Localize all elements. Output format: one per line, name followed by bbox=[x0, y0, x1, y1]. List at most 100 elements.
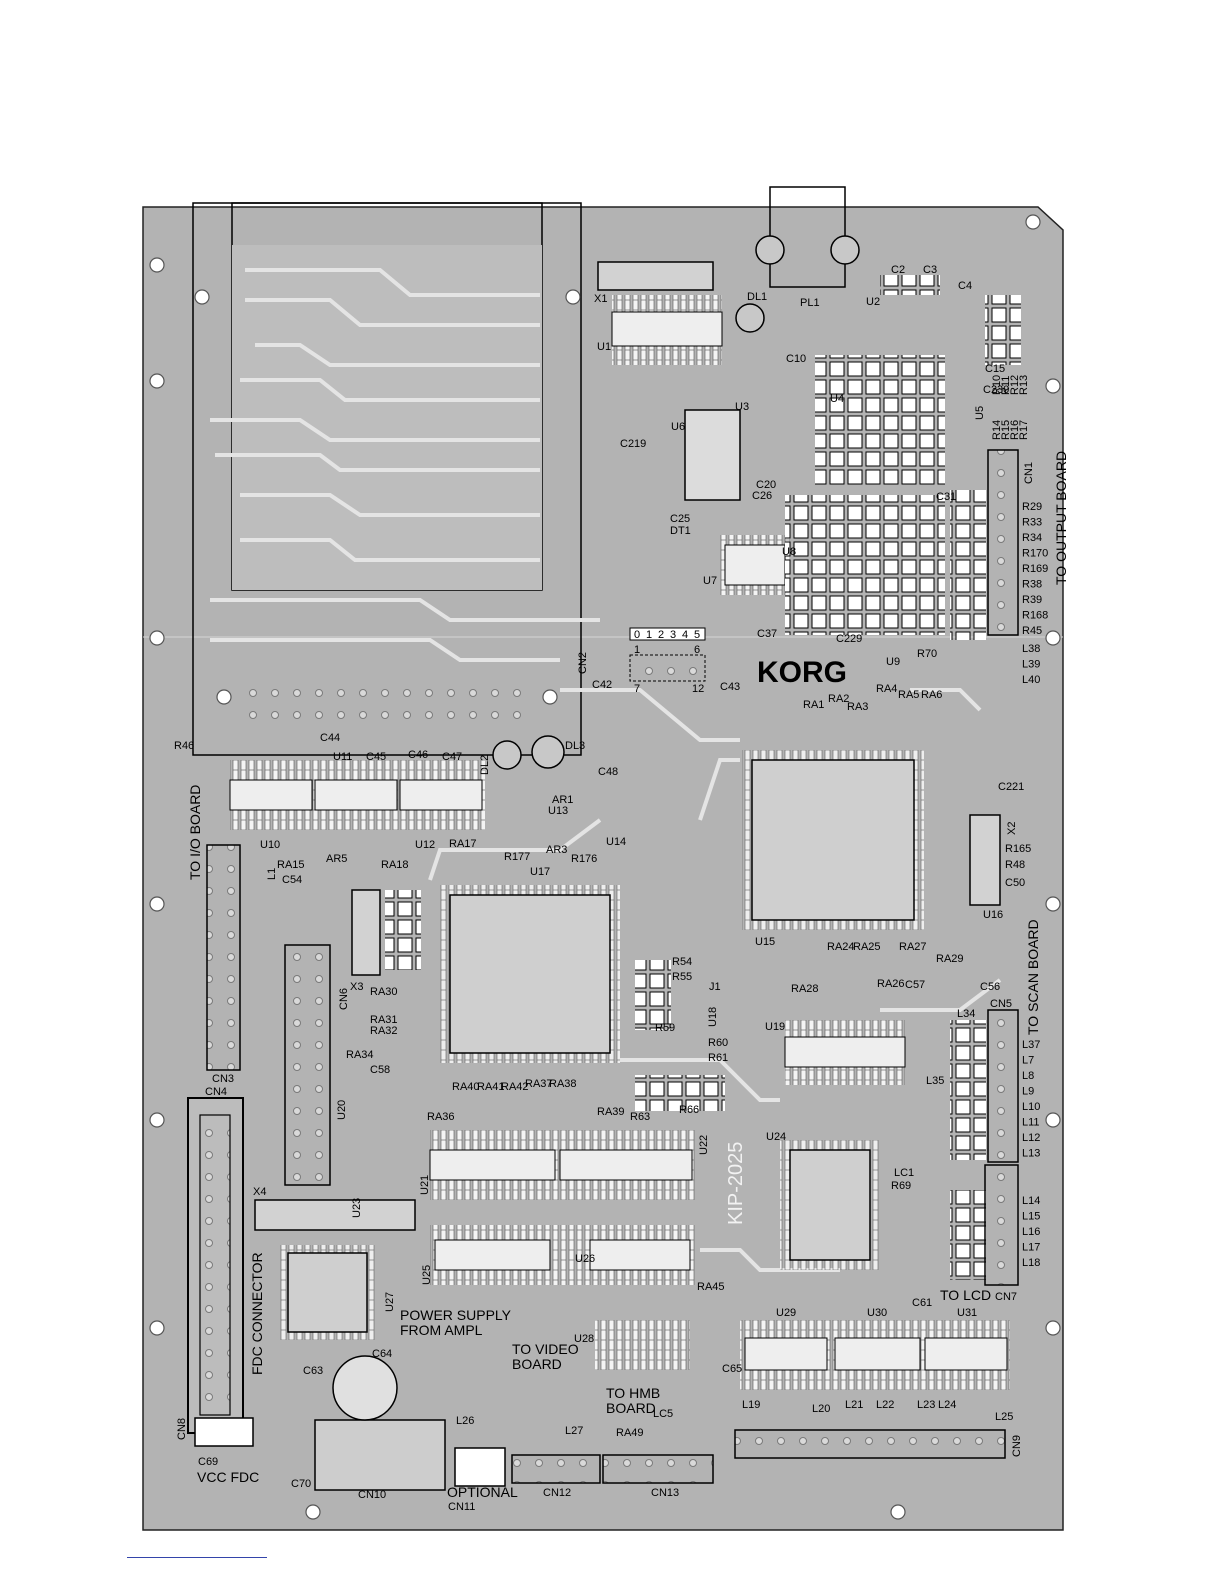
cn4-pins bbox=[199, 1114, 231, 1416]
smd-grid-top-r bbox=[985, 295, 1021, 365]
col-scan-item: L10 bbox=[1022, 1101, 1040, 1113]
c50-label: C50 bbox=[1005, 877, 1025, 889]
top-right-r-item: R14 bbox=[991, 420, 1003, 440]
c45-label: C45 bbox=[366, 751, 386, 763]
from-ampl-label: FROM AMPL bbox=[400, 1322, 483, 1338]
ra30-label: RA30 bbox=[370, 986, 398, 998]
ra18-label: RA18 bbox=[381, 859, 409, 871]
header-pin-1: 1 bbox=[634, 644, 640, 656]
ra49-label: RA49 bbox=[616, 1427, 644, 1439]
col-lcd-item: L17 bbox=[1022, 1242, 1040, 1254]
brand-logo: KORG bbox=[757, 656, 847, 689]
col-output-item: R38 bbox=[1022, 579, 1042, 591]
pl1-lug-left bbox=[755, 235, 785, 265]
to-hmb-label: TO HMB bbox=[606, 1385, 660, 1401]
l19-label: L19 bbox=[742, 1399, 760, 1411]
ic-u1-package bbox=[611, 295, 723, 365]
r55-label: R55 bbox=[672, 971, 692, 983]
ic-u6-package bbox=[684, 409, 741, 501]
col-output-item: R29 bbox=[1022, 501, 1042, 513]
c43-label: C43 bbox=[720, 681, 740, 693]
u12-label: U12 bbox=[415, 839, 435, 851]
col-output-l-item: L38 bbox=[1022, 643, 1040, 655]
pl1-lug-right bbox=[830, 235, 860, 265]
ic-dip-row-u21-u22 bbox=[429, 1130, 695, 1370]
col-lcd-item: L16 bbox=[1022, 1226, 1040, 1238]
l34-label: L34 bbox=[957, 1008, 975, 1020]
c61-label: C61 bbox=[912, 1297, 932, 1309]
ra28-label: RA28 bbox=[791, 983, 819, 995]
ra6-label: RA6 bbox=[921, 689, 942, 701]
top-right-r-item: R16 bbox=[1009, 420, 1021, 440]
col-output-item: R170 bbox=[1022, 548, 1048, 560]
dl1-label: DL1 bbox=[747, 291, 767, 303]
to-scan-board-label: TO SCAN BOARD bbox=[1025, 919, 1041, 1035]
ar5-label: AR5 bbox=[326, 853, 347, 865]
top-right-r-item: R10 bbox=[991, 375, 1003, 395]
jumper-digit: 0 bbox=[634, 629, 640, 641]
cn8-block bbox=[194, 1417, 254, 1447]
u13-label: U13 bbox=[548, 805, 568, 817]
u20-label: U20 bbox=[336, 1100, 348, 1120]
ic-dip-row-u29-u31 bbox=[740, 1320, 1010, 1390]
j1-label: J1 bbox=[709, 981, 721, 993]
smd-grid-bottom-res bbox=[635, 1075, 725, 1111]
r177-label: R177 bbox=[504, 851, 530, 863]
l25-label: L25 bbox=[995, 1411, 1013, 1423]
smd-grid-mid bbox=[785, 495, 945, 635]
u7-label: U7 bbox=[703, 575, 717, 587]
r63-label: R63 bbox=[630, 1111, 650, 1123]
c219-label: C219 bbox=[620, 438, 646, 450]
ic-u17-package bbox=[440, 885, 620, 1063]
cn1-label: CN1 bbox=[1023, 462, 1035, 484]
top-right-r-item: R15 bbox=[1000, 420, 1012, 440]
l1-label: L1 bbox=[266, 868, 278, 880]
cn5-label: CN5 bbox=[990, 998, 1012, 1010]
u11-label: U11 bbox=[333, 751, 352, 763]
cn6-label: CN6 bbox=[338, 988, 350, 1010]
optional-label: OPTIONAL bbox=[447, 1484, 518, 1500]
c65-label: C65 bbox=[722, 1363, 742, 1375]
c63-label: C63 bbox=[303, 1365, 323, 1377]
r176-label: R176 bbox=[571, 853, 597, 865]
u2-label: U2 bbox=[866, 296, 880, 308]
cn10-block bbox=[314, 1419, 446, 1491]
u15-label: U15 bbox=[755, 936, 775, 948]
top-right-r-item: R17 bbox=[1018, 420, 1030, 440]
header-pin-12: 12 bbox=[692, 683, 704, 695]
r54-label: R54 bbox=[672, 956, 692, 968]
r48-label: R48 bbox=[1005, 859, 1025, 871]
cn13-block bbox=[602, 1454, 714, 1484]
x3-crystal bbox=[351, 889, 381, 976]
col-output-l-item: L40 bbox=[1022, 674, 1040, 686]
c42-label: C42 bbox=[592, 679, 612, 691]
to-video-label: TO VIDEO bbox=[512, 1341, 579, 1357]
r69-label: R69 bbox=[891, 1180, 911, 1192]
c48-label: C48 bbox=[598, 766, 618, 778]
c3-label: C3 bbox=[923, 264, 937, 276]
col-scan-item: L9 bbox=[1022, 1086, 1034, 1098]
u9-label: U9 bbox=[886, 656, 900, 668]
c64-capacitor bbox=[332, 1355, 398, 1421]
jumper-digit: 3 bbox=[670, 629, 676, 641]
ra5-label: RA5 bbox=[898, 689, 919, 701]
ra29-label: RA29 bbox=[936, 953, 964, 965]
c20-label: C20 bbox=[756, 479, 776, 491]
x2-crystal bbox=[969, 814, 1001, 906]
u21-label: U21 bbox=[419, 1175, 431, 1195]
l24-label: L24 bbox=[938, 1399, 956, 1411]
col-output-item: R34 bbox=[1022, 532, 1042, 544]
cn2-label: CN2 bbox=[577, 652, 589, 674]
jumper-strip bbox=[629, 627, 706, 641]
r70-label: R70 bbox=[917, 648, 937, 660]
col-lcd-item: L18 bbox=[1022, 1257, 1040, 1269]
ra37-label: RA37 bbox=[525, 1078, 553, 1090]
ra45-label: RA45 bbox=[697, 1281, 725, 1293]
ra40-label: RA40 bbox=[452, 1081, 480, 1093]
ra39-label: RA39 bbox=[597, 1106, 625, 1118]
ra3-label: RA3 bbox=[847, 701, 868, 713]
cn11-block bbox=[454, 1447, 506, 1487]
l22-label: L22 bbox=[876, 1399, 894, 1411]
